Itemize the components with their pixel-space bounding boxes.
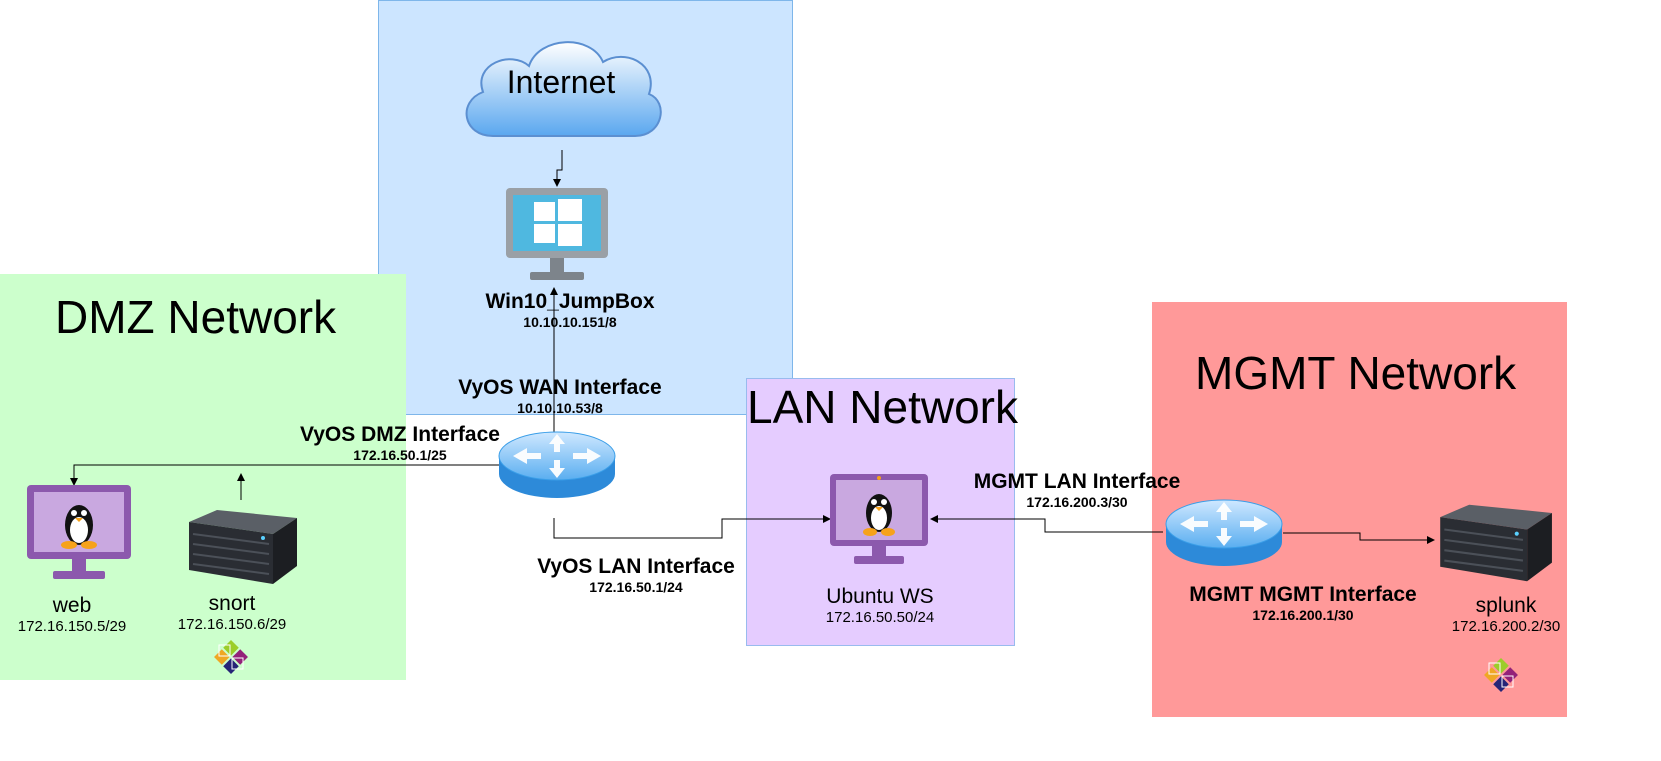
server-icon xyxy=(1440,504,1552,582)
vyos-wan-ip: 10.10.10.53/8 xyxy=(517,400,603,417)
centos-logo-icon xyxy=(214,640,248,674)
splunk-name: splunk xyxy=(1475,594,1537,617)
router-icon xyxy=(498,431,616,498)
vyos-dmz-name: VyOS DMZ Interface xyxy=(300,423,500,446)
mgmt-mgmt-ip: 172.16.200.1/30 xyxy=(1252,607,1354,624)
router-icon xyxy=(1165,499,1283,566)
jumpbox-device xyxy=(506,188,610,289)
windows-monitor-icon xyxy=(506,188,608,280)
web-name: web xyxy=(52,594,92,617)
wire-router-ubuntu xyxy=(553,515,831,539)
snort-label: snort 172.16.150.6/29 xyxy=(162,592,302,633)
mgmt-title: MGMT Network xyxy=(1195,347,1517,399)
mgmt-router-device xyxy=(1163,494,1285,577)
web-ip: 172.16.150.5/29 xyxy=(17,618,127,636)
splunk-ip: 172.16.200.2/30 xyxy=(1451,618,1561,636)
vyos-router-device xyxy=(497,426,617,509)
snort-device xyxy=(183,508,299,593)
vyos-dmz-label: VyOS DMZ Interface 172.16.50.1/25 xyxy=(280,423,520,463)
jumpbox-name: Win10_JumpBox xyxy=(485,290,655,313)
linux-monitor-icon xyxy=(27,485,131,579)
lan-title: LAN Network xyxy=(747,381,1018,433)
ubuntu-ws-device xyxy=(830,474,930,571)
mgmt-lan-ip: 172.16.200.3/30 xyxy=(1026,494,1128,511)
snort-ip: 172.16.150.6/29 xyxy=(177,616,287,634)
ubuntu-ws-name: Ubuntu WS xyxy=(826,585,934,608)
jumpbox-label: Win10_JumpBox 10.10.10.151/8 xyxy=(470,290,670,330)
vyos-lan-name: VyOS LAN Interface xyxy=(537,555,735,578)
wire-mgmt-splunk xyxy=(1283,532,1435,544)
vyos-lan-ip: 172.16.50.1/24 xyxy=(589,579,683,596)
vyos-lan-label: VyOS LAN Interface 172.16.50.1/24 xyxy=(516,555,756,595)
splunk-label: splunk 172.16.200.2/30 xyxy=(1436,594,1576,635)
dmz-title: DMZ Network xyxy=(55,291,337,343)
mgmt-lan-label: MGMT LAN Interface 172.16.200.3/30 xyxy=(955,470,1199,510)
internet-cloud-node: Internet xyxy=(455,28,667,154)
vyos-dmz-ip: 172.16.50.1/25 xyxy=(353,447,447,464)
splunk-device xyxy=(1434,502,1554,591)
vyos-wan-label: VyOS WAN Interface 10.10.10.53/8 xyxy=(440,376,680,416)
web-label: web 172.16.150.5/29 xyxy=(0,594,144,635)
server-icon xyxy=(189,510,297,584)
web-device xyxy=(27,485,133,586)
linux-monitor-icon xyxy=(830,474,928,564)
wire-mgmt-ubuntu xyxy=(930,515,1163,533)
snort-centos-logo xyxy=(210,636,252,683)
mgmt-mgmt-name: MGMT MGMT Interface xyxy=(1189,583,1417,606)
ubuntu-ws-label: Ubuntu WS 172.16.50.50/24 xyxy=(800,585,960,626)
mgmt-mgmt-label: MGMT MGMT Interface 172.16.200.1/30 xyxy=(1172,583,1434,623)
mgmt-lan-name: MGMT LAN Interface xyxy=(973,470,1181,493)
splunk-centos-logo xyxy=(1480,654,1522,701)
jumpbox-ip: 10.10.10.151/8 xyxy=(523,314,617,331)
internet-label: Internet xyxy=(506,64,616,100)
snort-name: snort xyxy=(208,592,256,615)
ubuntu-ws-ip: 172.16.50.50/24 xyxy=(825,609,935,627)
dmz-zone xyxy=(0,274,406,680)
wire-internet-jumpbox xyxy=(553,150,563,187)
centos-logo-icon xyxy=(1484,658,1518,692)
vyos-wan-name: VyOS WAN Interface xyxy=(458,376,662,399)
cloud-icon xyxy=(465,41,662,137)
wire-router-web xyxy=(70,464,500,486)
